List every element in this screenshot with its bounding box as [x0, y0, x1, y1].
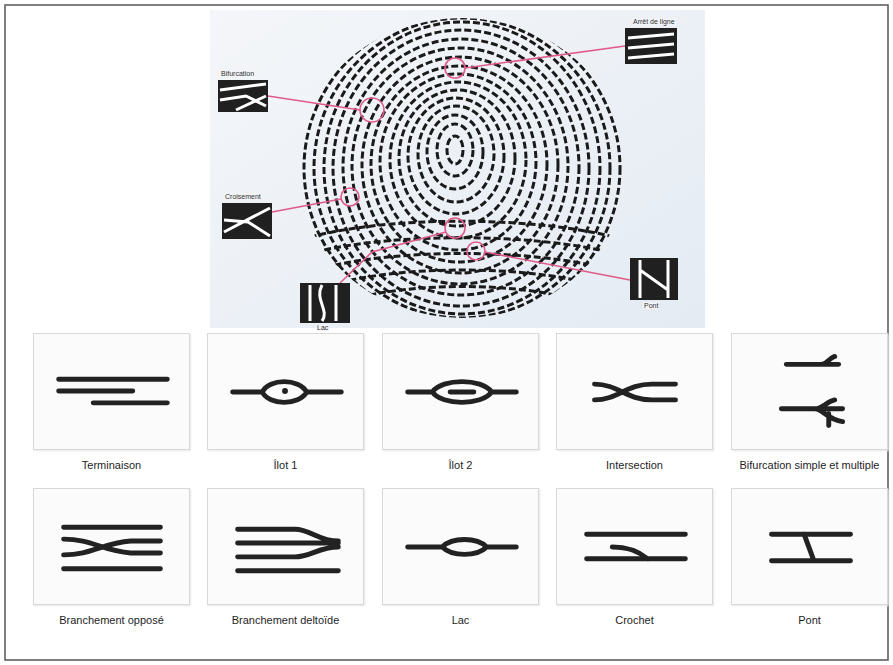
- callout-label: Croisement: [224, 193, 262, 200]
- callout-thumbnail: [218, 28, 678, 323]
- minutia-caption: Branchement opposé: [33, 613, 190, 629]
- minutia-panel: Branchement deltoïde: [207, 488, 364, 629]
- panel-frame: [556, 488, 713, 605]
- callout-label: Arrêt de ligne: [632, 18, 676, 25]
- minutia-panel: Branchement opposé: [33, 488, 190, 629]
- minutia-caption: Branchement deltoïde: [207, 613, 364, 629]
- ridge-symbol: [383, 334, 538, 449]
- minutia-panel: Lac: [382, 488, 539, 629]
- minutia-caption: Îlot 1: [207, 458, 364, 474]
- callout-label: Pont: [643, 302, 659, 309]
- ridge-symbol: [34, 334, 189, 449]
- panel-frame: [731, 333, 888, 450]
- minutia-caption: Lac: [382, 613, 539, 629]
- ridge-symbol: [34, 489, 189, 604]
- minutia-caption: Crochet: [556, 613, 713, 629]
- minutia-caption: Bifurcation simple et multiple: [731, 458, 888, 474]
- minutia-caption: Terminaison: [33, 458, 190, 474]
- minutia-caption: Intersection: [556, 458, 713, 474]
- ridge-symbol: [732, 489, 887, 604]
- minutia-panel: Îlot 1: [207, 333, 364, 474]
- callout-label: Bifurcation: [220, 70, 255, 77]
- ridge-symbol: [208, 489, 363, 604]
- panel-frame: [33, 488, 190, 605]
- minutia-caption: Îlot 2: [382, 458, 539, 474]
- ridge-symbol: [208, 334, 363, 449]
- panel-frame: [33, 333, 190, 450]
- minutia-panel: Bifurcation simple et multiple: [731, 333, 888, 474]
- panel-frame: [207, 488, 364, 605]
- panel-frame: [207, 333, 364, 450]
- panel-frame: [556, 333, 713, 450]
- callout-label: Lac: [316, 324, 329, 331]
- minutia-panel: Îlot 2: [382, 333, 539, 474]
- panel-frame: [382, 333, 539, 450]
- minutia-panel: Pont: [731, 488, 888, 629]
- minutia-caption: Pont: [731, 613, 888, 629]
- panel-frame: [382, 488, 539, 605]
- ridge-symbol: [732, 334, 887, 449]
- minutia-panel: Crochet: [556, 488, 713, 629]
- minutia-panel: Intersection: [556, 333, 713, 474]
- minutia-panel: Terminaison: [33, 333, 190, 474]
- ridge-symbol: [557, 334, 712, 449]
- panel-frame: [731, 488, 888, 605]
- ridge-symbol: [557, 489, 712, 604]
- ridge-symbol: [383, 489, 538, 604]
